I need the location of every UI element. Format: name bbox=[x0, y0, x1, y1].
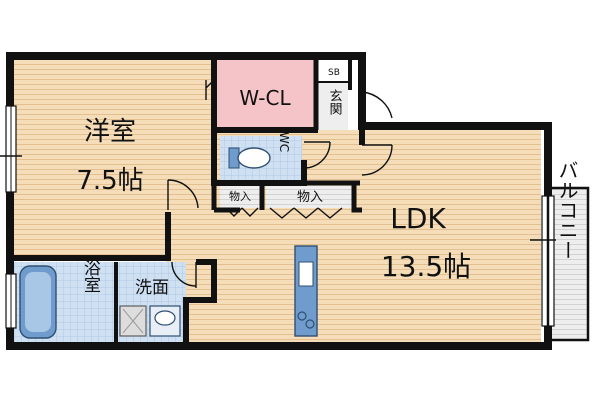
door-westroom bbox=[167, 179, 199, 210]
door-storage-1 bbox=[225, 207, 259, 217]
storage-1-floor bbox=[220, 186, 260, 208]
entrance-floor bbox=[318, 82, 348, 130]
washroom-label: 洗面 bbox=[135, 278, 169, 298]
room-labels: 洋室 7.5帖 W-CL SB 玄関 WC 物入 物入 LDK 13.5帖 バル… bbox=[76, 68, 579, 298]
outer-wall bbox=[6, 52, 552, 350]
closet-label: W-CL bbox=[239, 86, 291, 110]
fixtures bbox=[19, 147, 318, 339]
closet-floor bbox=[214, 60, 314, 128]
wall-westroom-south bbox=[10, 212, 171, 261]
balcony-label: バルコニー bbox=[555, 160, 579, 260]
door-hall bbox=[361, 144, 393, 176]
western-room-size: 7.5帖 bbox=[76, 166, 143, 196]
entrance-label: 玄関 bbox=[327, 89, 343, 116]
door-storage-2 bbox=[269, 207, 343, 219]
bathroom-label: 浴室 bbox=[80, 259, 101, 293]
ldk-size: 13.5帖 bbox=[381, 250, 471, 283]
storage-2-label: 物入 bbox=[297, 190, 323, 205]
door-toilet bbox=[303, 141, 331, 169]
shoebox-floor bbox=[318, 60, 348, 82]
balcony bbox=[546, 186, 590, 342]
door-washroom bbox=[171, 261, 197, 288]
wall-wash-east bbox=[183, 259, 217, 346]
toilet-label: WC bbox=[277, 132, 291, 152]
wall-toilet bbox=[211, 130, 307, 186]
door-closet bbox=[205, 79, 215, 100]
shoebox-label: SB bbox=[328, 68, 340, 78]
ldk-name: LDK bbox=[390, 202, 446, 235]
walls bbox=[6, 52, 552, 350]
door-entrance bbox=[361, 91, 393, 126]
wall-storage bbox=[211, 183, 362, 213]
storage-1-label: 物入 bbox=[229, 189, 251, 203]
storage-2-floor bbox=[266, 186, 354, 208]
doors bbox=[115, 79, 393, 300]
western-room-name: 洋室 bbox=[84, 117, 136, 147]
